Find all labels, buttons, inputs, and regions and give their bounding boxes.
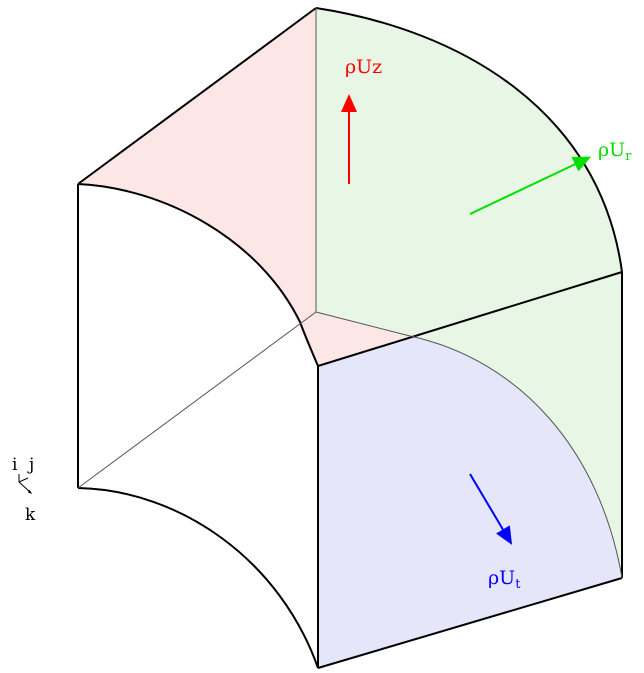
label-rho-ut-sub: t (515, 577, 521, 592)
label-rho-ur-sub: r (625, 149, 632, 164)
arrow-ur (469, 156, 592, 215)
axis-triad: i j k (12, 455, 36, 525)
axis-label-j: j (27, 455, 34, 475)
label-rho-uz: ρUz (345, 56, 382, 78)
outer-face-radial (316, 8, 622, 578)
top-face-axial (78, 8, 316, 321)
front-face-tangential (318, 336, 622, 668)
label-rho-ut: ρUt (488, 567, 521, 592)
axis-label-i: i (12, 455, 18, 475)
axis-label-k: k (25, 505, 36, 525)
cell-inner-edges (77, 8, 623, 579)
inner-wedge (297, 312, 410, 366)
arrow-ut (469, 473, 513, 545)
cell-edges (77, 7, 623, 669)
label-rho-ur: ρUr (598, 139, 632, 164)
